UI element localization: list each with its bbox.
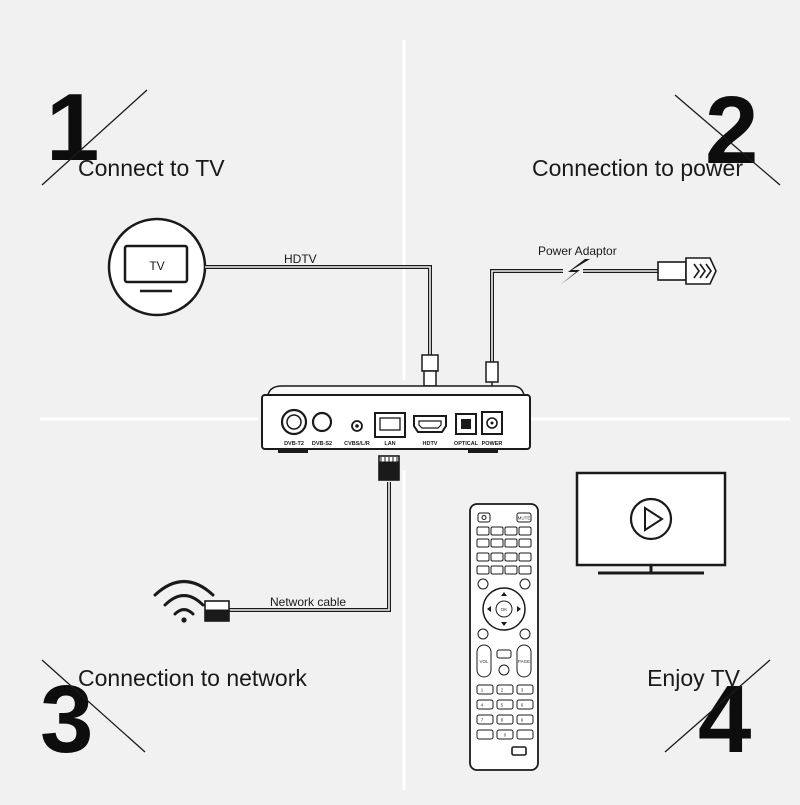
step-2-number: 2 [705, 77, 758, 184]
step-2: 2 Connection to power [532, 77, 781, 186]
tv-circle-label: TV [149, 259, 164, 273]
remote-key-4: 4 [481, 703, 484, 708]
step-4: 4 Enjoy TV [647, 659, 771, 773]
remote-number-keys [476, 684, 534, 740]
remote-transport-rows [476, 526, 532, 575]
remote-control: MUTE OK VOL PAGE 1 2 [469, 503, 539, 771]
remote-mute-label: MUTE [518, 516, 531, 521]
remote-key-3: 3 [521, 688, 524, 693]
quadrant-dividers [40, 40, 790, 790]
network-cable [204, 455, 400, 622]
hdtv-cable [205, 265, 439, 387]
remote-vol-rocker [476, 644, 492, 678]
remote-key-5: 5 [501, 703, 504, 708]
remote-key-7: 7 [481, 718, 484, 723]
step-3-title: Connection to network [78, 665, 307, 691]
tv-icon [123, 244, 189, 293]
step-1-title: Connect to TV [78, 155, 225, 181]
step-3: 3 Connection to network [40, 659, 307, 773]
step-4-slash [664, 659, 771, 753]
port-cvbs-label: CVBS/L/R [344, 441, 370, 447]
port-power-label: POWER [482, 441, 503, 447]
flat-tv-screen [575, 471, 727, 567]
network-cable-label: Network cable [270, 595, 346, 609]
port-lan-label: LAN [384, 441, 395, 447]
step-3-slash [41, 659, 146, 753]
remote-ok-label: OK [501, 607, 508, 612]
step-2-title: Connection to power [532, 155, 743, 181]
hdtv-cable-label: HDTV [284, 252, 317, 266]
tv-circle: TV [107, 217, 207, 317]
remote-vol-label: VOL [479, 659, 489, 664]
dc-plug [485, 361, 499, 383]
set-top-box: DVB-T2 DVB-S2 CVBS/L/R LAN HDTV OPTICAL … [261, 385, 531, 453]
remote-key-0: 0 [504, 733, 507, 738]
remote-key-9: 9 [521, 718, 524, 723]
step-3-number: 3 [40, 666, 93, 773]
port-hdtv-label: HDTV [423, 441, 438, 447]
port-dvb-t2 [280, 408, 308, 436]
remote-page-rocker [516, 644, 532, 678]
remote-mute-button [516, 512, 532, 523]
step-1-slash [41, 89, 148, 186]
power-plug-icon [657, 257, 717, 285]
flat-tv [575, 471, 727, 575]
step-2-slash [674, 94, 781, 186]
port-dvb-t2-label: DVB-T2 [284, 441, 304, 447]
port-optical-label: OPTICAL [454, 441, 479, 447]
remote-ok-button [495, 600, 513, 618]
remote-power-button [477, 512, 491, 523]
play-icon [629, 497, 673, 541]
power-adaptor-label: Power Adaptor [538, 244, 617, 258]
step-1: 1 Connect to TV [41, 74, 225, 186]
remote-key-2: 2 [501, 688, 504, 693]
step-1-number: 1 [46, 74, 99, 181]
wifi-icon [153, 580, 215, 623]
remote-key-8: 8 [501, 718, 504, 723]
hdmi-plug [421, 354, 439, 372]
power-cable [485, 269, 658, 390]
lightning-icon [560, 259, 590, 285]
remote-key-6: 6 [521, 703, 524, 708]
port-dvb-s2-label: DVB-S2 [312, 441, 332, 447]
port-dvb-s2 [311, 411, 333, 433]
step-4-title: Enjoy TV [647, 665, 741, 691]
remote-key-1: 1 [481, 688, 484, 693]
remote-page-label: PAGE [518, 659, 530, 664]
set-top-box-lid [267, 385, 525, 396]
